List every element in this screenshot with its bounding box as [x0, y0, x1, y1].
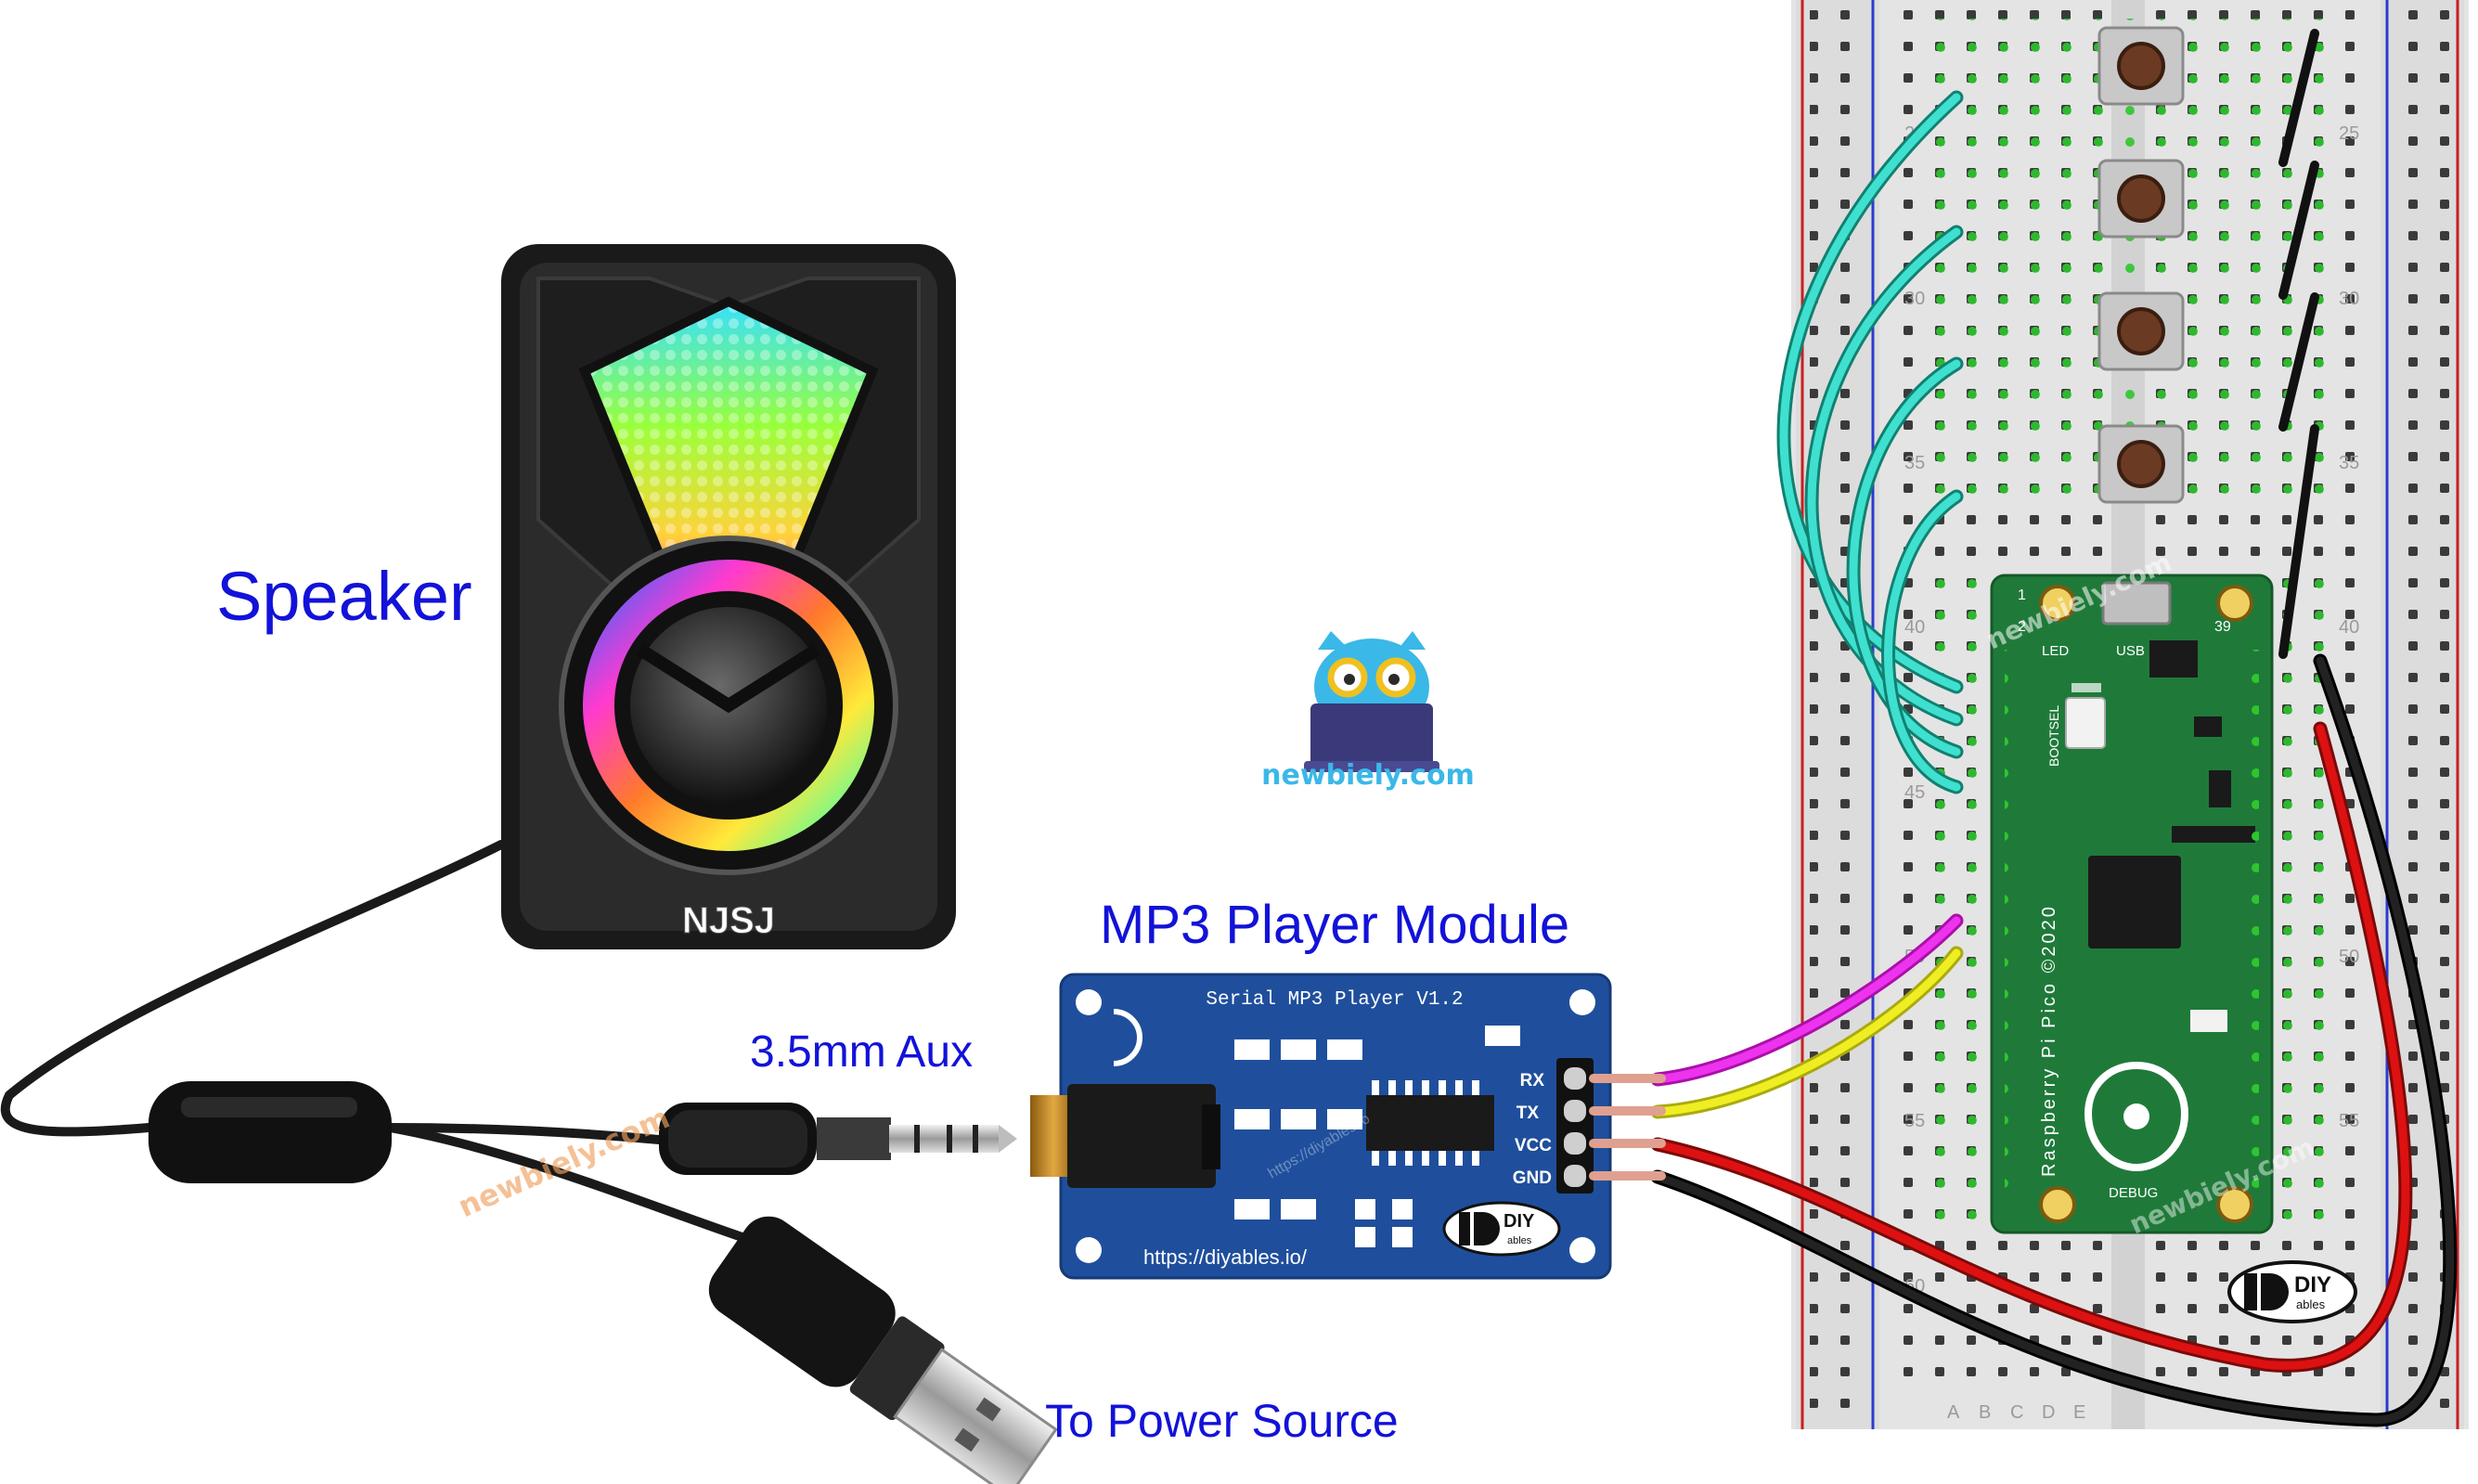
speaker-label: Speaker: [216, 558, 472, 635]
row-number: 50: [2339, 947, 2359, 967]
pico-bootsel-label: BOOTSEL: [2046, 705, 2061, 767]
usb-connector-icon: [2101, 581, 2172, 626]
row-number: 30: [1904, 289, 1925, 309]
push-buttons: [2097, 26, 2185, 504]
module-url: https://diyables.io/: [1143, 1245, 1308, 1269]
wires: [1650, 29, 2458, 1427]
column-letter: B: [1979, 1402, 1991, 1423]
column-letter: E: [2073, 1402, 2085, 1423]
pico-led-label: LED: [2042, 643, 2069, 659]
headphone-jack-icon: [1030, 1009, 1220, 1188]
pico-debug-label: DEBUG: [2109, 1185, 2158, 1201]
row-number: 45: [1904, 782, 1925, 803]
rp2040-chip-icon: [2088, 856, 2181, 948]
breadboard-column-letters: A B C D E: [1947, 1402, 2085, 1423]
pico-pin1-label: 1: [2018, 587, 2026, 603]
push-button-2: [2097, 159, 2185, 239]
power-source-label: To Power Source: [1045, 1395, 1399, 1447]
decoder-ic-icon: [1366, 1095, 1494, 1151]
pico-model-label: Raspberry Pi Pico ©2020: [2039, 904, 2059, 1177]
push-button-3: [2097, 291, 2185, 371]
column-letter: C: [2010, 1402, 2023, 1423]
raspberry-pi-pico: 1 2 39 LED USB BOOTSEL Raspberry Pi Pico…: [1990, 574, 2274, 1234]
row-number: 55: [1904, 1111, 1925, 1131]
push-button-1: [2097, 26, 2185, 106]
breadboard-logo-ables: ables: [2296, 1297, 2326, 1311]
pin-label-tx: TX: [1516, 1103, 1540, 1123]
row-number: 40: [1904, 617, 1925, 638]
column-letter: D: [2042, 1402, 2055, 1423]
usb-plug: [708, 1216, 1058, 1484]
aux-plug: [659, 1103, 1017, 1175]
pico-usb-label: USB: [2116, 643, 2145, 659]
push-button-4: [2097, 424, 2185, 504]
inline-volume-control: [148, 1081, 392, 1183]
pico-pin39-label: 39: [2214, 619, 2231, 635]
raspberry-logo-icon: [2084, 1061, 2189, 1172]
aux-label: 3.5mm Aux: [750, 1027, 974, 1077]
speaker: NJSJ: [501, 244, 956, 949]
newbiely-owl-logo: [1304, 631, 1439, 772]
module-title: Serial MP3 Player V1.2: [1206, 989, 1463, 1011]
row-number: 35: [2339, 453, 2359, 473]
smd-components: [1234, 1026, 1520, 1247]
rgb-ring-icon: [583, 560, 874, 851]
laptop-icon: [1310, 703, 1433, 768]
module-diyables-logo: DIY ables: [1442, 1201, 1561, 1257]
row-number: 30: [2339, 289, 2359, 309]
speaker-brand: NJSJ: [682, 900, 775, 941]
row-number: 25: [2339, 123, 2359, 144]
bootsel-button-icon: [2065, 697, 2106, 749]
row-number: 35: [1904, 453, 1925, 473]
pin-label-gnd: GND: [1513, 1168, 1552, 1188]
cyan-wires: [1776, 90, 1964, 794]
module-logo-ables: ables: [1507, 1235, 1532, 1246]
pin-label-rx: RX: [1520, 1071, 1545, 1090]
mp3-player-module: Serial MP3 Player V1.2 https://diyables.…: [1030, 973, 1666, 1280]
pin-label-vcc: VCC: [1515, 1136, 1552, 1155]
pin-header: [1556, 1058, 1594, 1194]
pico-pin2-label: 2: [2018, 619, 2026, 635]
module-logo-diy: DIY: [1504, 1211, 1535, 1232]
breadboard-diyables-logo: DIY ables: [2227, 1260, 2357, 1323]
row-number: 55: [2339, 1111, 2359, 1131]
row-number: 40: [2339, 617, 2359, 638]
speaker-cables: [0, 840, 766, 1248]
breadboard-logo-diy: DIY: [2294, 1272, 2331, 1297]
ground-jumpers: [2278, 29, 2319, 659]
mp3-module-label: MP3 Player Module: [1100, 895, 1570, 955]
column-letter: A: [1947, 1402, 1960, 1423]
newbiely-logo-text: newbiely.com: [1261, 759, 1475, 792]
